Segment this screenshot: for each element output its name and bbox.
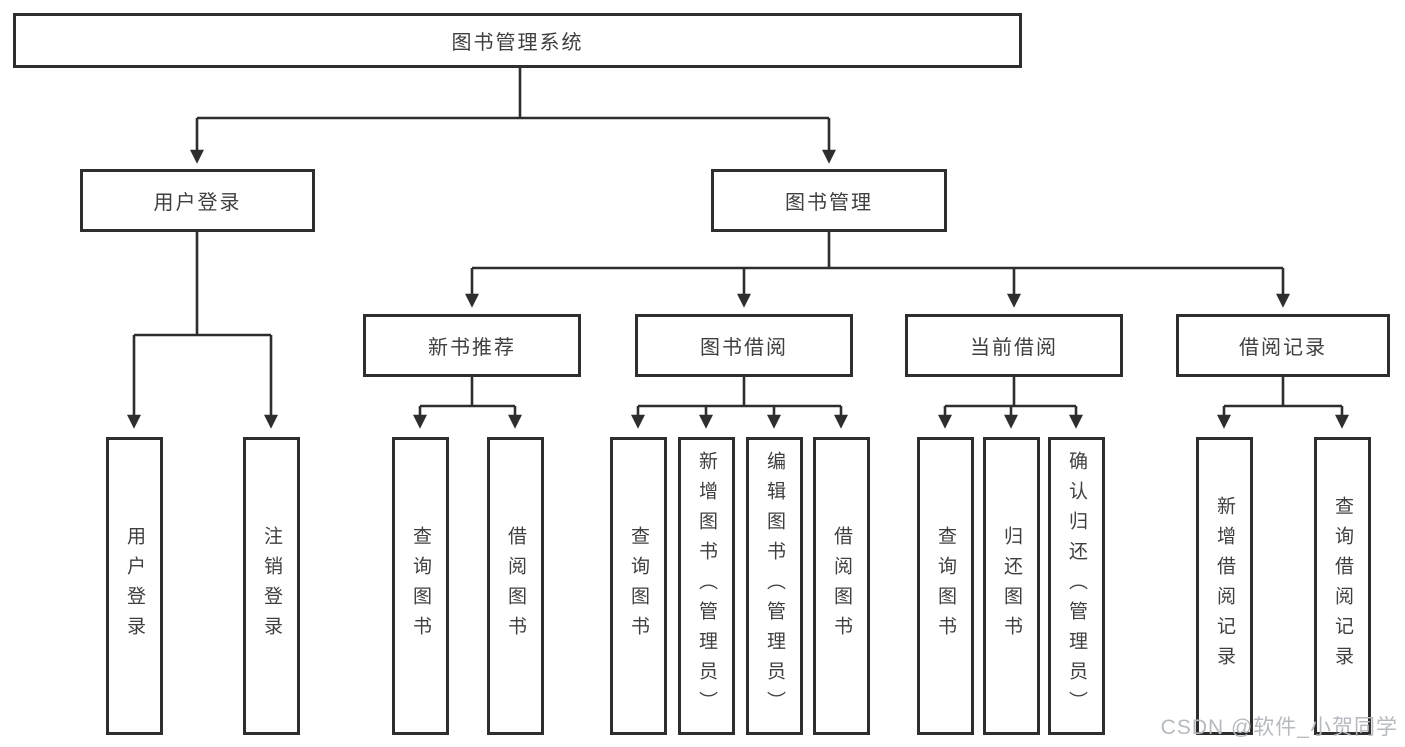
- node-current-borrowing-label: 当前借阅: [970, 337, 1058, 359]
- leaf-add-book-admin-label: 新增图书（管理员）: [696, 451, 717, 721]
- leaf-edit-book-admin: 编辑图书（管理员）: [746, 437, 803, 735]
- leaf-user-login: 用户登录: [106, 437, 163, 735]
- leaf-query-books-recommend-label: 查询图书: [410, 526, 431, 646]
- leaf-return-book: 归还图书: [983, 437, 1040, 735]
- node-current-borrowing: 当前借阅: [905, 314, 1123, 377]
- leaf-query-books-current-label: 查询图书: [935, 526, 956, 646]
- leaf-borrow-books-recommend: 借阅图书: [487, 437, 544, 735]
- node-book-borrowing-label: 图书借阅: [700, 337, 788, 359]
- csdn-watermark: CSDN @软件_小贺同学: [1160, 716, 1398, 739]
- leaf-borrow-books-recommend-label: 借阅图书: [505, 526, 526, 646]
- leaf-borrow-books: 借阅图书: [813, 437, 870, 735]
- node-library-management-system: 图书管理系统: [13, 13, 1022, 68]
- connector-arrows: [127, 118, 1349, 429]
- leaf-logout: 注销登录: [243, 437, 300, 735]
- node-borrowing-records-label: 借阅记录: [1239, 337, 1327, 359]
- node-user-login: 用户登录: [80, 169, 315, 232]
- node-new-book-recommendation-label: 新书推荐: [428, 337, 516, 359]
- leaf-borrow-books-label: 借阅图书: [831, 526, 852, 646]
- leaf-confirm-return-admin: 确认归还（管理员）: [1048, 437, 1105, 735]
- leaf-edit-book-admin-label: 编辑图书（管理员）: [764, 451, 785, 721]
- leaf-query-books-recommend: 查询图书: [392, 437, 449, 735]
- node-borrowing-records: 借阅记录: [1176, 314, 1390, 377]
- leaf-query-borrow-record-label: 查询借阅记录: [1332, 496, 1353, 676]
- leaf-add-borrow-record-label: 新增借阅记录: [1214, 496, 1235, 676]
- node-book-management-label: 图书管理: [785, 192, 873, 214]
- leaf-confirm-return-admin-label: 确认归还（管理员）: [1066, 451, 1087, 721]
- leaf-add-borrow-record: 新增借阅记录: [1196, 437, 1253, 735]
- leaf-return-book-label: 归还图书: [1001, 526, 1022, 646]
- leaf-query-borrow-record: 查询借阅记录: [1314, 437, 1371, 735]
- node-library-management-system-label: 图书管理系统: [451, 32, 584, 54]
- leaf-logout-label: 注销登录: [261, 526, 282, 646]
- node-book-borrowing: 图书借阅: [635, 314, 853, 377]
- leaf-user-login-label: 用户登录: [124, 526, 145, 646]
- leaf-query-books-borrowing: 查询图书: [610, 437, 667, 735]
- node-user-login-label: 用户登录: [153, 192, 242, 214]
- leaf-add-book-admin: 新增图书（管理员）: [678, 437, 735, 735]
- node-book-management: 图书管理: [711, 169, 947, 232]
- node-new-book-recommendation: 新书推荐: [363, 314, 581, 377]
- leaf-query-books-current: 查询图书: [917, 437, 974, 735]
- connector-lines: [134, 68, 1342, 408]
- leaf-query-books-borrowing-label: 查询图书: [628, 526, 649, 646]
